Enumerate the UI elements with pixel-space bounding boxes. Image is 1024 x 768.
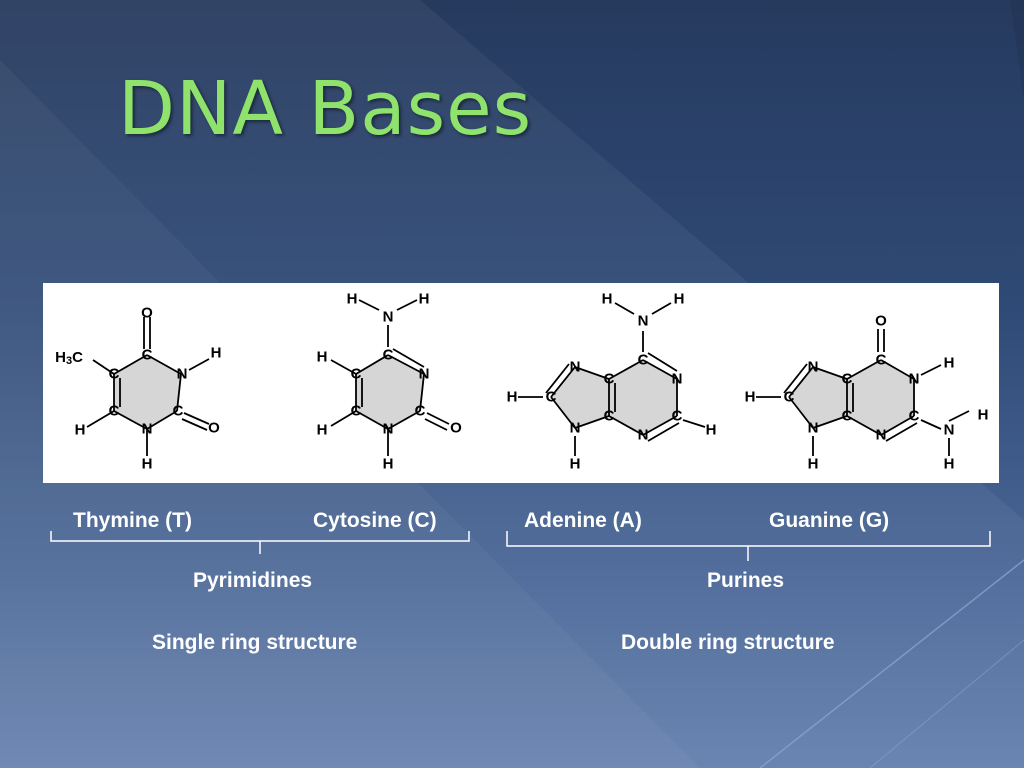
atom-label: N xyxy=(672,371,683,388)
atom-label: H3C xyxy=(55,349,83,368)
purines-label: Purines xyxy=(707,569,785,592)
cytosine-label: Cytosine (C) xyxy=(313,509,437,532)
thymine-label: Thymine (T) xyxy=(73,509,192,532)
guanine-ring-5 xyxy=(789,367,847,428)
atom-label: H xyxy=(419,291,430,308)
guanine-ring-6 xyxy=(847,360,914,435)
atom-label: H xyxy=(706,422,717,439)
atom-label: H xyxy=(674,291,685,308)
atom-label: H xyxy=(808,456,819,473)
atom-label: O xyxy=(208,420,220,437)
guanine-atom-labels: O C N H C N H H N C C N H C H N xyxy=(745,313,989,473)
atom-label: C xyxy=(415,403,426,420)
thymine-ring xyxy=(114,355,181,429)
atom-label: C xyxy=(784,389,795,406)
structures-panel: O C H N C O N H C H C H3C xyxy=(43,283,999,483)
atom-label: H xyxy=(944,456,955,473)
atom-label: C xyxy=(351,403,362,420)
atom-label: C xyxy=(173,403,184,420)
adenine-ring-5 xyxy=(551,367,609,428)
atom-label: C xyxy=(383,347,394,364)
atom-label: C xyxy=(351,366,362,383)
atom-label: C xyxy=(876,352,887,369)
atom-label: C xyxy=(604,371,615,388)
pyrimidines-label: Pyrimidines xyxy=(193,569,313,592)
thymine-atom-labels: O C H N C O N H C H C H3C xyxy=(55,305,221,473)
atom-label: C xyxy=(672,408,683,425)
atom-label: C xyxy=(546,389,557,406)
pyrimidines-bracket xyxy=(50,531,470,554)
atom-label: H xyxy=(317,349,328,366)
adenine-label: Adenine (A) xyxy=(524,509,642,532)
atom-label: N xyxy=(808,359,819,376)
atom-label: N xyxy=(638,427,649,444)
atom-label: H xyxy=(317,422,328,439)
adenine-structure: H N H C N C H N C C N H C H N xyxy=(507,291,717,473)
atom-label: H xyxy=(570,456,581,473)
atom-label: C xyxy=(109,366,120,383)
atom-label: H xyxy=(383,456,394,473)
atom-label: H xyxy=(507,389,518,406)
atom-label: C xyxy=(638,352,649,369)
atom-label: C xyxy=(909,408,920,425)
atom-label: H xyxy=(602,291,613,308)
atom-label: N xyxy=(638,313,649,330)
atom-label: N xyxy=(570,420,581,437)
atom-label: H xyxy=(347,291,358,308)
atom-label: N xyxy=(383,421,394,438)
atom-label: N xyxy=(177,366,188,383)
atom-label: N xyxy=(419,366,430,383)
atom-label: H xyxy=(978,407,989,424)
purines-bracket xyxy=(506,531,991,561)
cytosine-ring xyxy=(356,355,424,429)
atom-label: C xyxy=(604,408,615,425)
molecule-structures: O C H N C O N H C H C H3C xyxy=(55,291,989,473)
atom-label: C xyxy=(842,371,853,388)
atom-label: C xyxy=(842,408,853,425)
pyrimidines-description: Single ring structure xyxy=(152,631,358,654)
atom-label: O xyxy=(141,305,153,322)
adenine-atom-labels: H N H C N C H N C C N H C H N xyxy=(507,291,717,473)
atom-label: O xyxy=(875,313,887,330)
atom-label: N xyxy=(383,309,394,326)
atom-label: N xyxy=(876,427,887,444)
atom-label: N xyxy=(570,359,581,376)
atom-label: N xyxy=(808,420,819,437)
thymine-structure: O C H N C O N H C H C H3C xyxy=(55,305,221,473)
purines-description: Double ring structure xyxy=(621,631,835,654)
atom-label: N xyxy=(909,371,920,388)
guanine-structure: O C N H C N H H N C C N H C H N xyxy=(745,313,989,473)
cytosine-atom-labels: H N H C N C O N H C H C H xyxy=(317,291,463,473)
cytosine-structure: H N H C N C O N H C H C H xyxy=(317,291,463,473)
atom-label: H xyxy=(211,345,222,362)
slide-title: DNA Bases xyxy=(118,66,533,152)
atom-label: H xyxy=(745,389,756,406)
atom-label: O xyxy=(450,420,462,437)
atom-label: H xyxy=(142,456,153,473)
atom-label: H xyxy=(944,355,955,372)
atom-label: N xyxy=(142,421,153,438)
atom-label: N xyxy=(944,422,955,439)
adenine-ring-6 xyxy=(609,360,677,435)
guanine-label: Guanine (G) xyxy=(769,509,890,532)
atom-label: C xyxy=(142,347,153,364)
atom-label: H xyxy=(75,422,86,439)
atom-label: C xyxy=(109,403,120,420)
